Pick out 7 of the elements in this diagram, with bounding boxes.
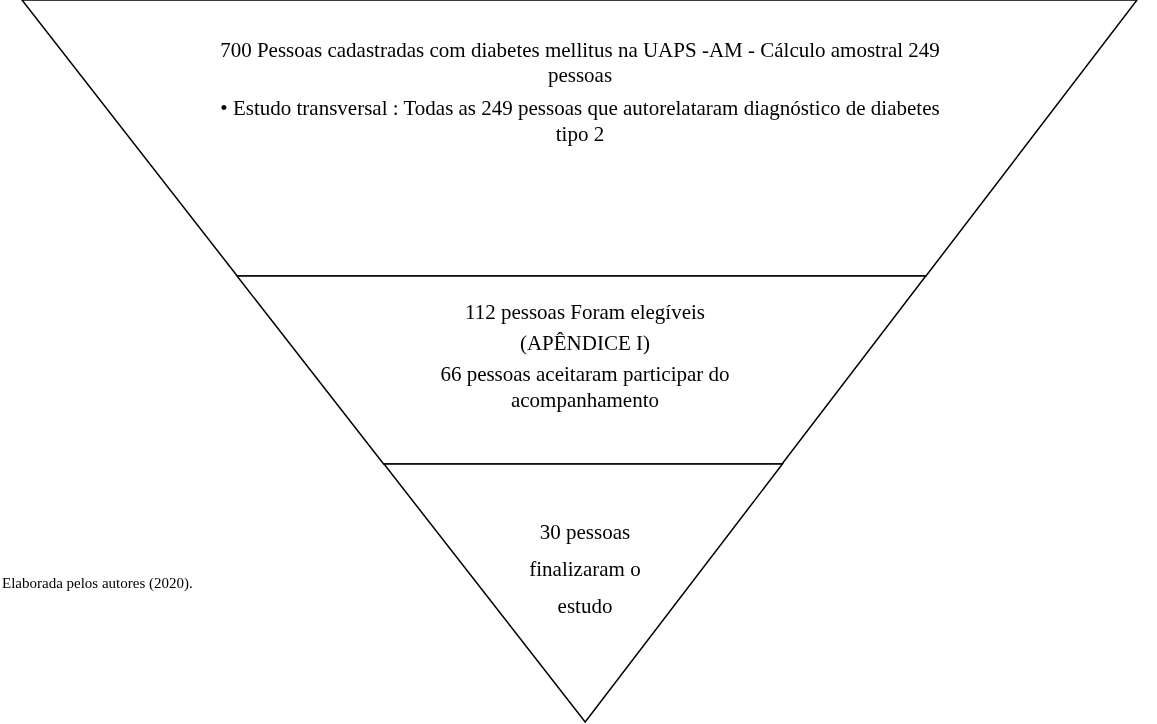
- band-text: 700 Pessoas cadastradas com diabetes mellitus na UAPS -AM - Cálculo amostral 249 pessoas: [219, 38, 941, 89]
- source-note: Elaborada pelos autores (2020).: [2, 575, 193, 592]
- band-text: (APÊNDICE I): [518, 331, 651, 357]
- band-text: • Estudo transversal : Todas as 249 pessoas que autorelataram diagnóstico de diabetes tipo 2: [219, 96, 941, 147]
- band-text: 66 pessoas aceitaram participar do acompanhamento: [439, 362, 731, 413]
- band-text: 112 pessoas Foram elegíveis: [463, 300, 707, 326]
- band-text: 30 pessoas finalizaram o estudo: [528, 519, 642, 620]
